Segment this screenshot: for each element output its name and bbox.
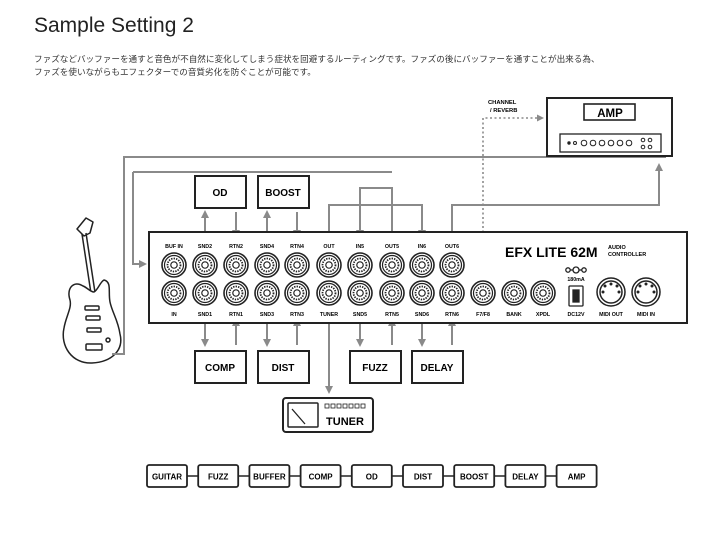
boost-box: [257, 175, 310, 209]
device-name: EFX LITE 62M: [505, 244, 598, 260]
jack-label-in5: IN5: [356, 244, 364, 250]
jack-label-midi-out: MIDI OUT: [599, 312, 624, 318]
jack-label-tuner: TUNER: [320, 312, 338, 318]
svg-text:AUDIO: AUDIO: [608, 245, 626, 251]
jack-label-xpdl: XPDL: [536, 312, 551, 318]
jack-snd5: [347, 280, 373, 306]
fuzz-label: FUZZ: [362, 363, 388, 374]
chain-comp-label: COMP: [309, 473, 334, 482]
page-title: Sample Setting 2: [34, 14, 194, 37]
jack-label-rtn4: RTN4: [290, 244, 304, 250]
jack-label-buf-in: BUF IN: [165, 244, 183, 250]
jack-rtn5: [379, 280, 405, 306]
jack-label-in6: IN6: [418, 244, 426, 250]
guitar-icon: [62, 217, 122, 364]
chain-buffer-label: BUFFER: [253, 473, 286, 482]
chain-dist-label: DIST: [414, 473, 432, 482]
description-line-2: ファズを使いながらもエフェクターでの音質劣化を防ぐことが可能です。: [34, 68, 316, 78]
jack-label-in: IN: [171, 312, 176, 318]
dc-power-jack: [565, 266, 587, 307]
jack-label-rtn1: RTN1: [229, 312, 243, 318]
od-box: [194, 175, 247, 209]
chain-guitar-label: GUITAR: [152, 473, 182, 482]
comp-label: COMP: [205, 363, 235, 374]
jack-label-f7f8: F7/F8: [476, 312, 490, 318]
jack-in5: [347, 252, 373, 278]
jack-label-rtn6: RTN6: [445, 312, 459, 318]
chain-amp-label: AMP: [568, 473, 586, 482]
jack-bank: [501, 280, 527, 306]
jack-in6: [409, 252, 435, 278]
chain-od-label: OD: [366, 473, 378, 482]
jack-xpdl: [530, 280, 556, 306]
tuner-label: TUNER: [326, 416, 364, 428]
jack-snd6: [409, 280, 435, 306]
jack-out: [316, 252, 342, 278]
tuner-box: [282, 397, 374, 433]
jack-label-rtn2: RTN2: [229, 244, 243, 250]
jack-rtn6: [439, 280, 465, 306]
jack-snd4: [254, 252, 280, 278]
jack-label-snd4: SND4: [260, 244, 274, 250]
amp-label: AMP: [597, 108, 623, 120]
jack-buf-in: [161, 252, 187, 278]
jack-rtn3: [284, 280, 310, 306]
jack-snd1: [192, 280, 218, 306]
jack-label-snd3: SND3: [260, 312, 274, 318]
jack-rtn4: [284, 252, 310, 278]
chain-boost-label: BOOST: [460, 473, 489, 482]
jack-label-dc12v: DC12V: [567, 312, 585, 318]
jack-label-snd2: SND2: [198, 244, 212, 250]
boost-label: BOOST: [265, 188, 301, 199]
description-line-1: ファズなどバッファーを通すと音色が不自然に変化してしまう症状を回避するルーティン…: [34, 55, 600, 65]
jack-in: [161, 280, 187, 306]
amp-icon: [546, 97, 673, 157]
dist-box: [257, 350, 310, 384]
jack-label-snd6: SND6: [415, 312, 429, 318]
jack-f7-f8: [470, 280, 496, 306]
jack-out6: [439, 252, 465, 278]
chain-delay-label: DELAY: [512, 473, 539, 482]
jack-label-out5: OUT5: [385, 244, 399, 250]
jack-tuner: [316, 280, 342, 306]
delay-label: DELAY: [421, 363, 454, 374]
chain-fuzz-label: FUZZ: [208, 473, 229, 482]
channel-label: CHANNEL: [488, 100, 517, 106]
midi-in-jack: [631, 277, 661, 307]
delay-box: [411, 350, 464, 384]
chain-amp-box: [555, 464, 598, 488]
signal-chain: GUITAR FUZZ BUFFER COMP OD DIST BOOST DELAY AMP: [146, 464, 598, 488]
jack-rtn2: [223, 252, 249, 278]
svg-text:CONTROLLER: CONTROLLER: [608, 252, 646, 258]
jack-snd3: [254, 280, 280, 306]
jack-label-snd5: SND5: [353, 312, 367, 318]
jack-label-rtn3: RTN3: [290, 312, 304, 318]
jack-label-snd1: SND1: [198, 312, 212, 318]
jack-label-midi-in: MIDI IN: [637, 312, 655, 318]
jack-label-out6: OUT6: [445, 244, 459, 250]
midi-out-jack: [596, 277, 626, 307]
od-label: OD: [213, 188, 228, 199]
jack-label-out: OUT: [323, 244, 335, 250]
jack-label-rtn5: RTN5: [385, 312, 399, 318]
jack-snd2: [192, 252, 218, 278]
jack-out5: [379, 252, 405, 278]
jack-label-bank: BANK: [506, 312, 521, 318]
jack-rtn1: [223, 280, 249, 306]
power-rating: 180mA: [567, 277, 585, 283]
dist-label: DIST: [272, 363, 295, 374]
reverb-label: / REVERB: [490, 108, 517, 114]
comp-box: [194, 350, 247, 384]
fuzz-box: [349, 350, 402, 384]
